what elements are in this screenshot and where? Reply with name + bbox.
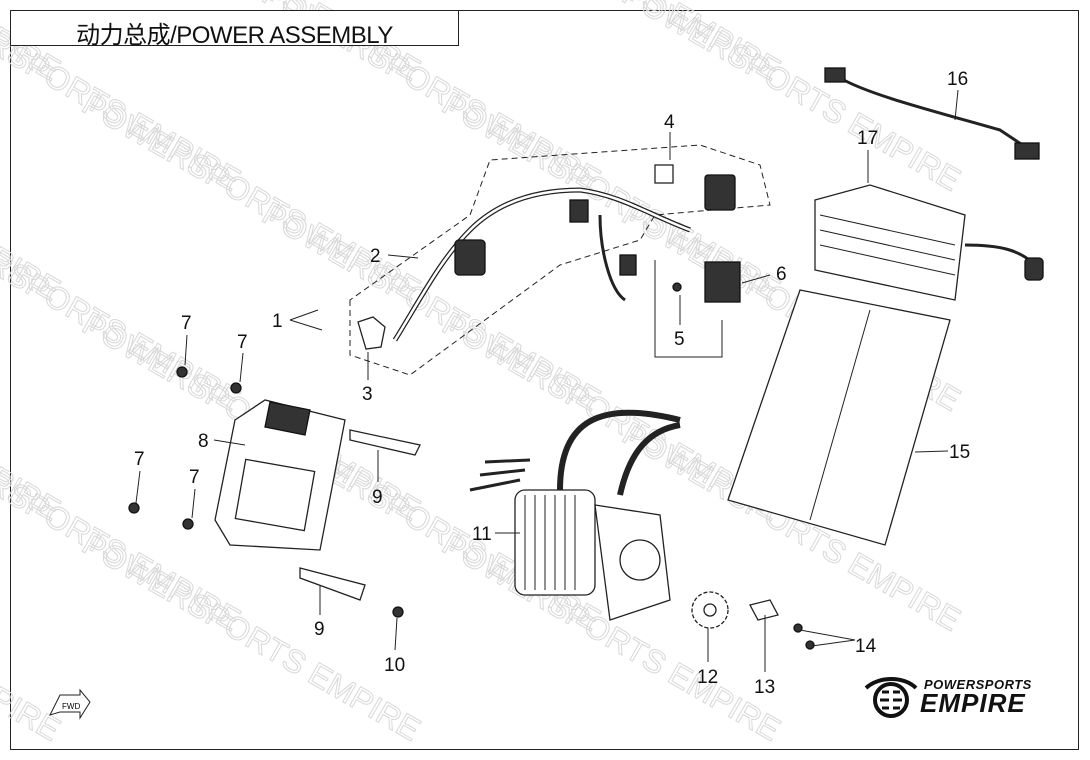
callout-12: 12 bbox=[697, 667, 718, 688]
relay bbox=[654, 164, 674, 184]
callout-3: 3 bbox=[362, 384, 373, 405]
leader-lines bbox=[135, 89, 959, 672]
relay-group-bracket bbox=[654, 260, 723, 358]
callout-4: 4 bbox=[664, 112, 675, 133]
callout-16: 16 bbox=[947, 69, 968, 90]
callout-2: 2 bbox=[370, 246, 381, 267]
diagram-frame bbox=[10, 10, 1079, 750]
connector bbox=[454, 239, 486, 276]
fuse-holder bbox=[704, 174, 736, 211]
connector bbox=[619, 254, 637, 276]
callout-10: 10 bbox=[384, 655, 405, 676]
callout-1: 1 bbox=[272, 311, 283, 332]
bolt bbox=[805, 640, 815, 650]
callout-7: 7 bbox=[181, 313, 192, 334]
charger bbox=[814, 184, 966, 301]
callout-17: 17 bbox=[857, 128, 878, 149]
nut bbox=[230, 382, 242, 394]
screw bbox=[672, 282, 682, 292]
callout-9: 9 bbox=[372, 487, 383, 508]
bolt bbox=[392, 606, 404, 618]
nut bbox=[182, 518, 194, 530]
callout-15: 15 bbox=[949, 442, 970, 463]
callout-14: 14 bbox=[855, 636, 877, 657]
callout-labels: 1 2 3 4 5 6 7 7 7 7 8 9 9 10 11 12 13 14… bbox=[134, 69, 970, 698]
watermark-text: POWERSPORTS EMPIRE bbox=[0, 525, 67, 748]
powersports-empire-logo: POWERSPORTS EMPIRE bbox=[920, 677, 1032, 718]
flasher-module bbox=[704, 261, 741, 303]
fwd-marker: FWD bbox=[49, 688, 91, 720]
nut bbox=[128, 502, 140, 514]
callout-7: 7 bbox=[134, 449, 145, 470]
callout-11: 11 bbox=[472, 524, 492, 545]
callout-7: 7 bbox=[189, 467, 200, 488]
grommet bbox=[357, 316, 386, 350]
power-cord bbox=[839, 76, 1031, 152]
empire-logo-emblem bbox=[864, 677, 918, 718]
callout-7: 7 bbox=[237, 332, 248, 353]
callout-8: 8 bbox=[198, 431, 209, 452]
bolt bbox=[793, 623, 803, 633]
watermark-text: POWERSPORTS EMPIRE bbox=[77, 525, 427, 748]
motor-cable bbox=[557, 409, 681, 491]
connector bbox=[569, 199, 589, 223]
page-title: 动力总成/POWER ASSEMBLY bbox=[76, 22, 393, 49]
nut bbox=[176, 366, 188, 378]
callout-9: 9 bbox=[314, 619, 325, 640]
callout-6: 6 bbox=[776, 264, 787, 285]
callout-5: 5 bbox=[674, 329, 685, 350]
retainer-plate bbox=[749, 599, 779, 621]
svg-text:FWD: FWD bbox=[62, 702, 80, 711]
bracket bbox=[299, 567, 366, 601]
callout-13: 13 bbox=[754, 677, 775, 698]
title-box: 动力总成/POWER ASSEMBLY bbox=[10, 10, 459, 49]
bracket bbox=[349, 429, 421, 456]
